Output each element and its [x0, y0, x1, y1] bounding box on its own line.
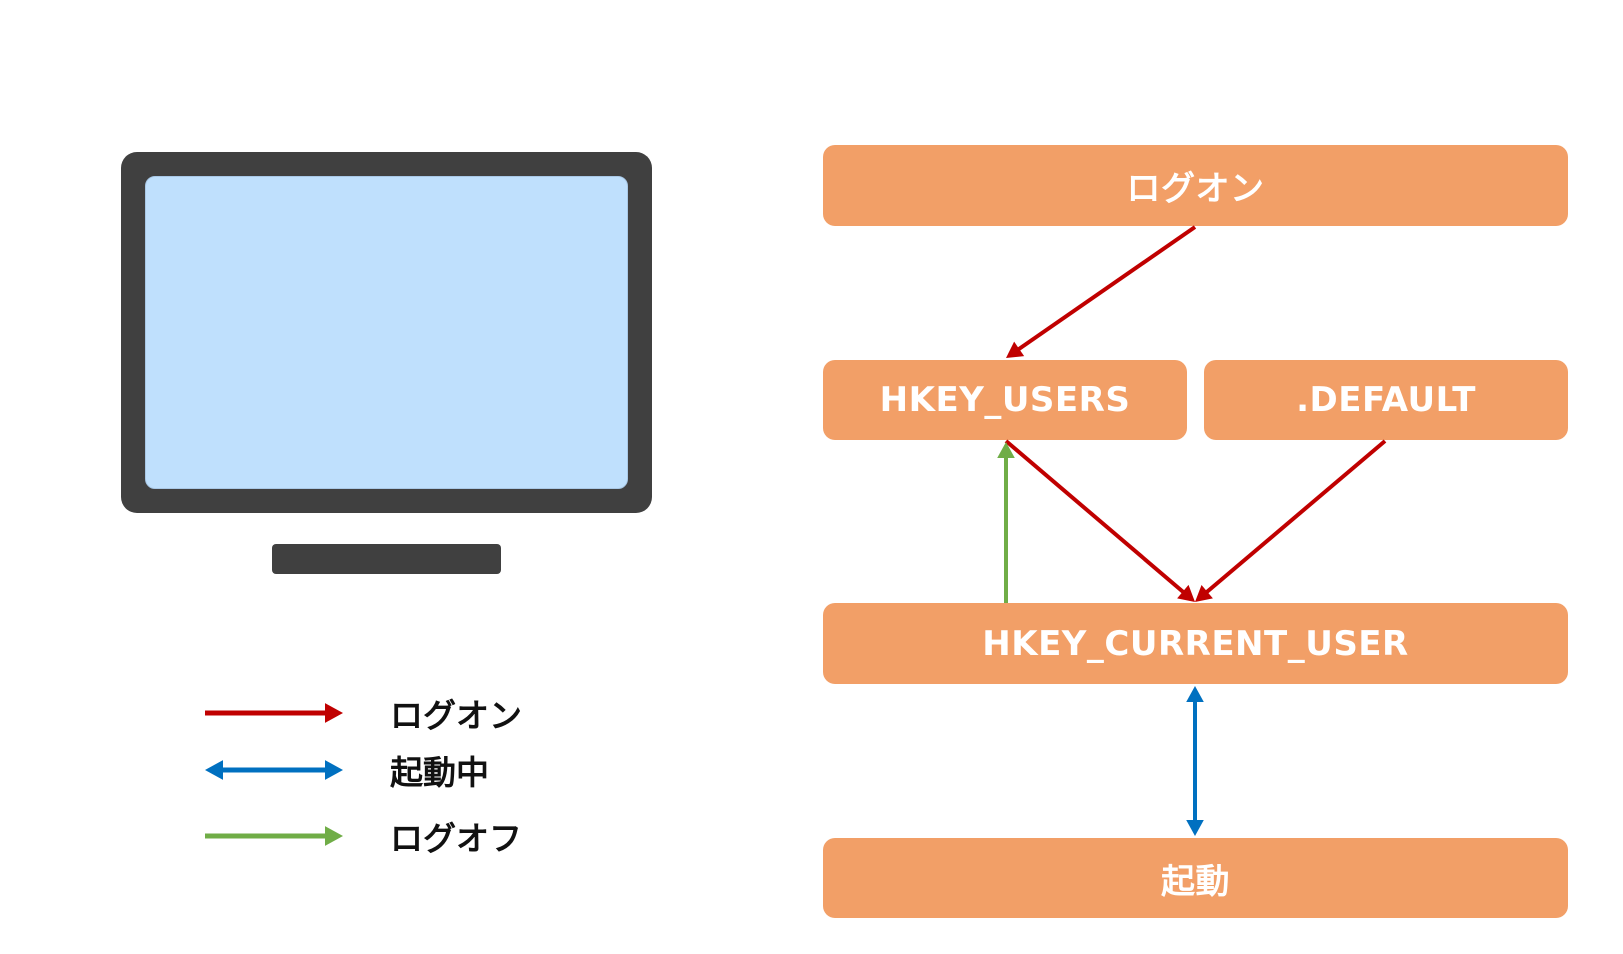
edge-default-to-hkcu [1195, 439, 1387, 602]
edge-line [1202, 439, 1387, 596]
node-label: .DEFAULT [1296, 380, 1476, 420]
arrowhead-icon [1195, 584, 1213, 602]
legend-item-logoff: ログオフ [205, 816, 522, 858]
node-label: HKEY_CURRENT_USER [982, 623, 1409, 664]
arrowhead-icon [997, 442, 1015, 458]
legend-label: ログオン [390, 696, 522, 735]
legend-item-logon: ログオン [205, 693, 522, 735]
edge-line [1004, 439, 1188, 596]
arrowhead-icon [205, 760, 223, 780]
legend-label: ログオフ [390, 819, 522, 858]
arrowhead-icon [1006, 341, 1025, 358]
edge-logon-to-hkey_users [1006, 225, 1197, 358]
arrowhead-icon [325, 760, 343, 780]
edge-hkey_users-to-hkcu [1004, 439, 1195, 602]
monitor-stand [272, 544, 501, 574]
legend-double-arrow-icon [205, 760, 343, 780]
edge-hkcu-to-startup [1186, 686, 1204, 836]
arrowhead-icon [1177, 584, 1195, 602]
legend-item-running: 起動中 [205, 750, 489, 792]
node-startup: 起動 [823, 838, 1568, 918]
node-hkey-current-user: HKEY_CURRENT_USER [823, 603, 1568, 684]
monitor-screen [145, 176, 628, 489]
node-label: ログオン [1126, 169, 1265, 209]
legend-arrow-icon [205, 703, 343, 723]
node-label: 起動 [1161, 861, 1230, 902]
monitor-icon [121, 152, 652, 513]
arrowhead-icon [1186, 820, 1204, 836]
legend-label: 起動中 [390, 753, 489, 792]
arrowhead-icon [325, 703, 343, 723]
edge-hkcu-to-hkey_users [997, 442, 1015, 603]
node-default: .DEFAULT [1204, 360, 1568, 440]
node-hkey-users: HKEY_USERS [823, 360, 1187, 440]
node-label: HKEY_USERS [879, 380, 1131, 420]
arrowhead-icon [1186, 686, 1204, 702]
legend-arrow-icon [205, 826, 343, 846]
arrowhead-icon [325, 826, 343, 846]
node-logon: ログオン [823, 145, 1568, 226]
edge-line [1014, 225, 1197, 353]
